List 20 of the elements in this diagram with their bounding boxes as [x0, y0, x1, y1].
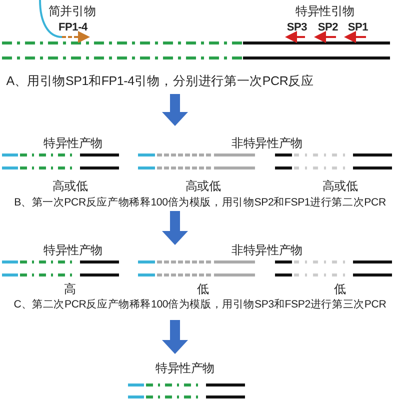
primer-label: FP1-4 [58, 22, 88, 34]
step-caption: A、用引物SP1和FP1-4引物，分别进行第一次PCR反应 [6, 74, 314, 88]
step-caption: B、第一次PCR反应产物稀释100倍为模版，用引物SP2和FSP1进行第二次PCR [14, 198, 386, 208]
primer-label: SP3 [286, 22, 308, 34]
product-label: 特异性产物 [156, 362, 214, 374]
yield-label: 低 [334, 283, 346, 295]
product-label: 特异性产物 [44, 137, 102, 149]
yield-label: 高或低 [185, 180, 221, 192]
primer-label: 简并引物 [48, 5, 96, 17]
primer-label: SP1 [348, 22, 368, 34]
product-label: 非特异性产物 [232, 137, 302, 149]
primer-label: 特异性引物 [296, 5, 354, 17]
product-label: 非特异性产物 [232, 244, 302, 256]
step-caption: C、第二次PCR反应产物稀释100倍为模版，用引物SP3和FSP2进行第三次PCR [14, 300, 386, 310]
product-label: 特异性产物 [44, 244, 102, 256]
primer-label: SP2 [318, 22, 338, 34]
yield-label: 高或低 [52, 180, 88, 192]
yield-label: 低 [197, 283, 209, 295]
yield-label: 高或低 [322, 180, 358, 192]
yield-label: 高 [64, 283, 76, 295]
